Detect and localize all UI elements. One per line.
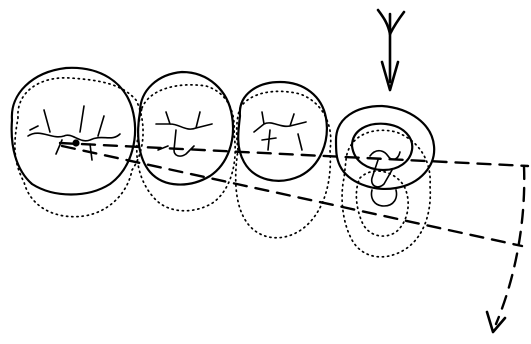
ghost-outline-1 [15, 78, 143, 217]
down-arrow-icon [378, 10, 404, 90]
ghost-outline-4b [356, 171, 408, 236]
arrow-right-barb [390, 12, 404, 34]
tooth-2 [138, 72, 233, 185]
root-outline [372, 190, 397, 206]
tooth-outline [12, 68, 135, 195]
tooth-4 [336, 106, 434, 206]
fissure-pit [72, 139, 79, 146]
lower-reference-line [62, 146, 522, 246]
teeth-row [12, 68, 435, 206]
ghost-outline-4 [342, 130, 430, 257]
occlusal-fissure [28, 133, 120, 141]
reference-lines [60, 143, 528, 332]
tooth-1 [12, 68, 135, 195]
occlusal-fissure [254, 112, 306, 150]
ghost-outline-3 [236, 91, 331, 237]
arrow-left-barb [378, 10, 390, 34]
